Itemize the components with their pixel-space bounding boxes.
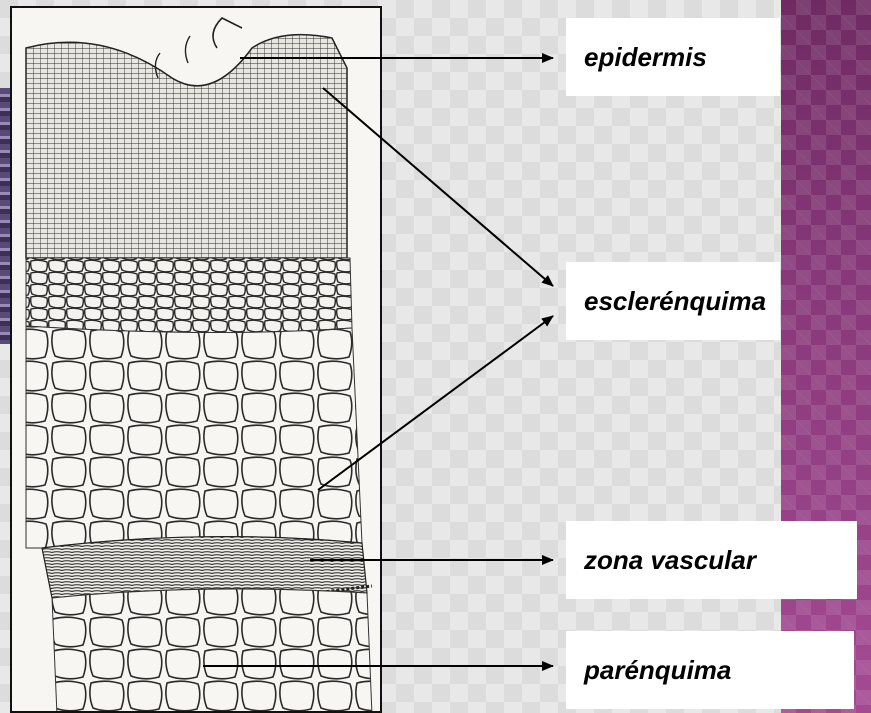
arrow-esclerenquima-lower [318, 316, 553, 490]
arrow-esclerenquima-upper [323, 88, 553, 286]
